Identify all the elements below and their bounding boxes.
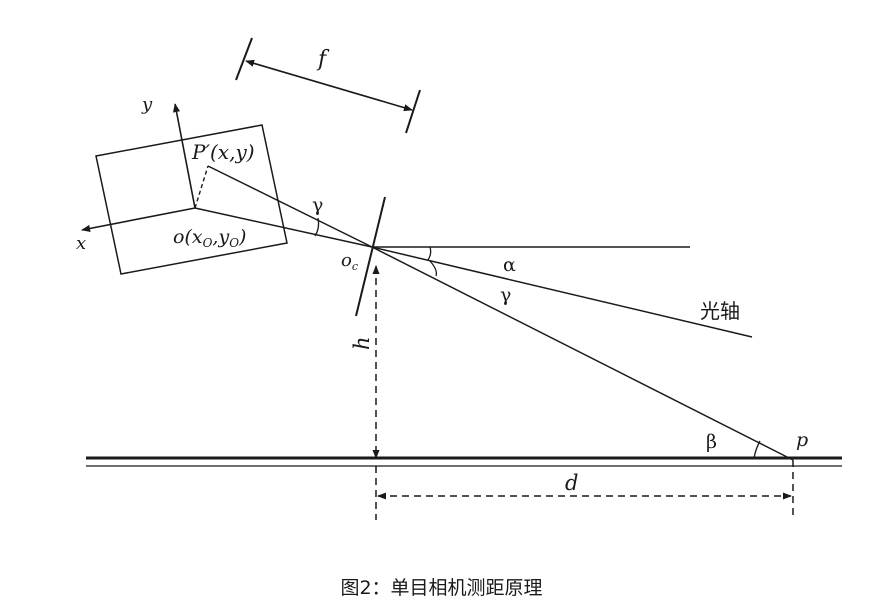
focal-tick-right <box>405 89 421 134</box>
alpha-arc <box>427 246 432 261</box>
focal-tick-left <box>235 37 253 81</box>
p-prime-dashed-projection <box>194 165 209 209</box>
alpha-label: α <box>503 254 516 276</box>
image-ray-p-prime <box>207 165 373 248</box>
lens <box>355 196 386 317</box>
image-y-axis <box>172 103 196 209</box>
beta-arc <box>753 440 761 459</box>
focal-length-arrow <box>245 59 413 112</box>
image-plane <box>95 124 288 275</box>
target-point-label: p <box>796 429 808 451</box>
image-ray-center <box>194 207 373 248</box>
gamma-image-arc <box>314 217 320 237</box>
x-axis-label: x <box>76 233 86 254</box>
gamma-image-label: γ <box>312 194 323 216</box>
height-label: h <box>350 336 374 350</box>
gamma-label: γ <box>500 284 511 306</box>
optical-center-label: oc <box>341 250 358 273</box>
image-x-axis <box>81 207 196 232</box>
ray-to-target <box>371 246 794 461</box>
optical-axis-label: 光轴 <box>700 299 740 323</box>
p-prime-label: P′(x,y) <box>191 140 255 164</box>
y-axis-label: y <box>141 94 153 115</box>
gamma-arc <box>429 260 438 277</box>
origin-label: o(xO,yO) <box>173 226 246 250</box>
figure-caption: 图2：单目相机测距原理 <box>340 577 543 599</box>
distance-label: d <box>565 471 578 495</box>
beta-label: β <box>706 431 717 453</box>
focal-length-label: f <box>316 47 330 72</box>
optical-axis <box>371 246 753 338</box>
